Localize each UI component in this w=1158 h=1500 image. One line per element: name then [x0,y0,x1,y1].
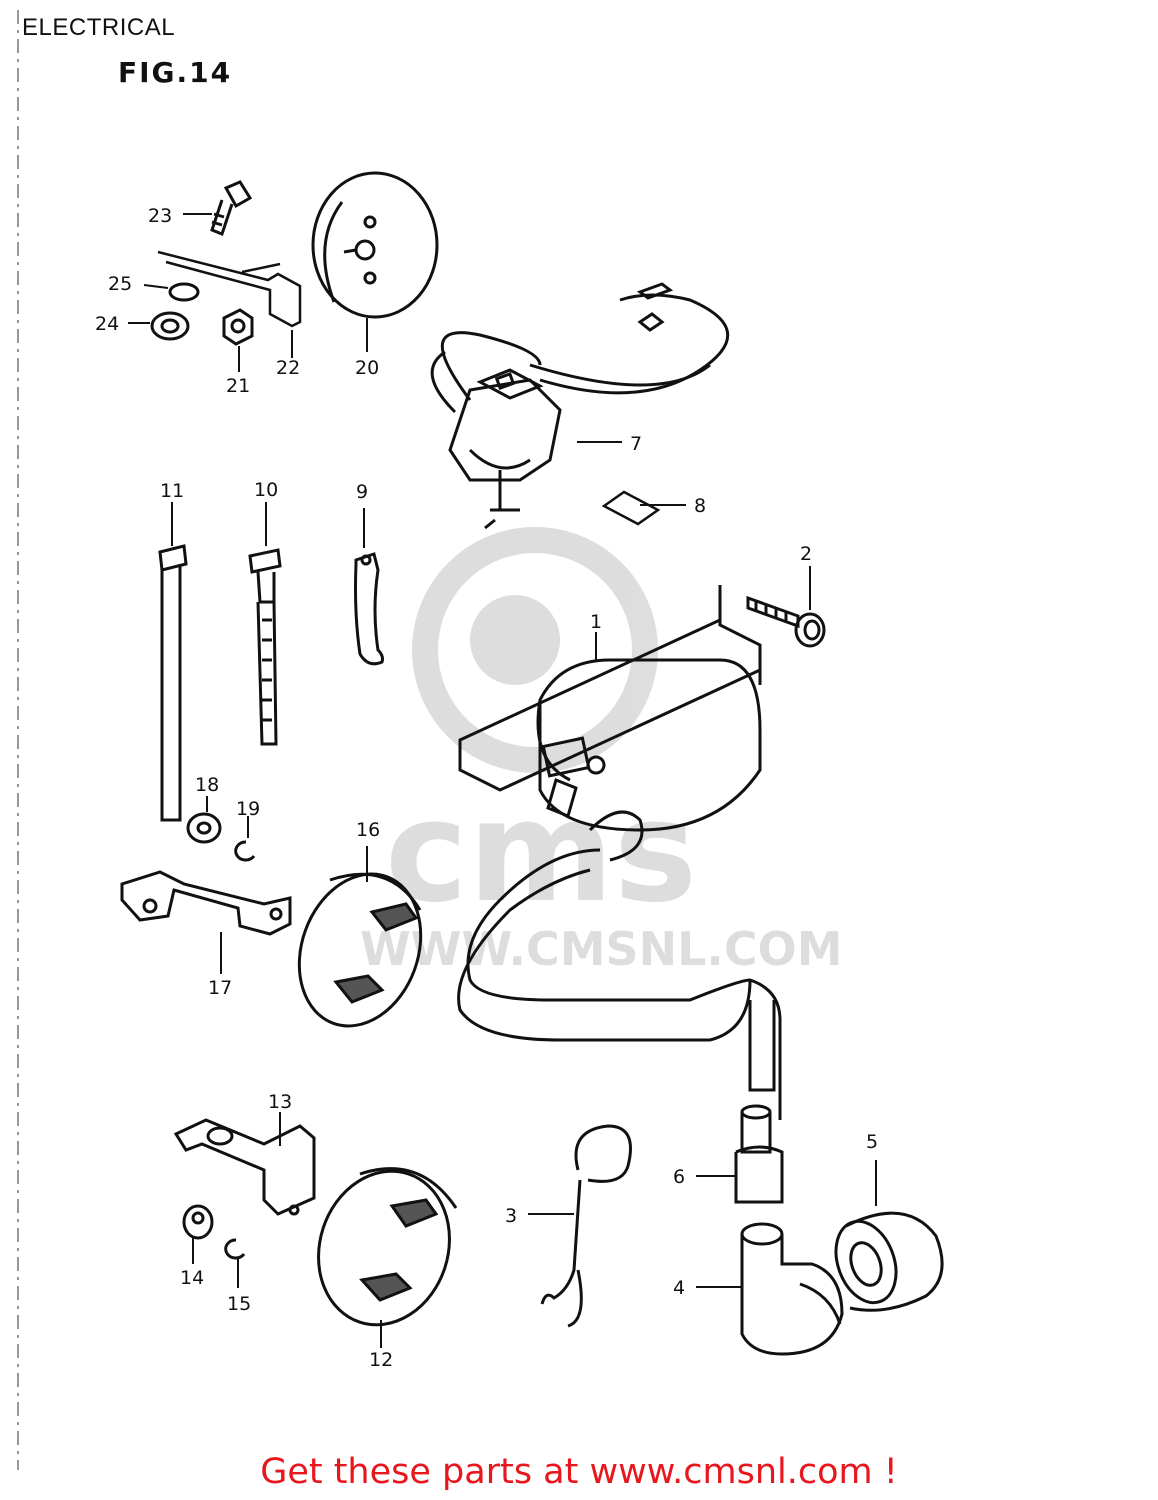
watermark-url: WWW.CMSNL.COM [360,922,843,976]
part-19-lock-washer [234,840,256,862]
callout-18: 18 [195,774,219,796]
cms-watermark: cms WWW.CMSNL.COM [360,527,843,976]
callout-24: 24 [95,313,119,335]
callout-4: 4 [673,1277,685,1299]
callout-14: 14 [180,1267,204,1289]
callout-1: 1 [590,611,602,633]
part-21-nut [222,308,254,346]
part-18-nut [186,812,222,844]
callout-17: 17 [208,977,232,999]
callout-20: 20 [355,357,379,379]
watermark-brand: cms [385,771,697,934]
buy-parts-link-text[interactable]: Get these parts at www.cmsnl.com ! [260,1452,898,1492]
part-11-cable-tie [158,544,188,822]
callout-19: 19 [236,798,260,820]
part-12-reflector [317,1167,458,1327]
part-23-bolt [210,180,253,236]
callout-15: 15 [227,1293,251,1315]
part-7-switch [430,282,729,530]
figure-label: FIG.14 [118,56,233,89]
callout-23: 23 [148,205,172,227]
callout-8: 8 [694,495,706,517]
callout-11: 11 [160,480,184,502]
part-4-plug-cap [740,1222,844,1356]
part-17-bracket [120,870,292,936]
part-9-clamp [354,552,384,666]
part-22-bracket [157,250,302,328]
part-3-clip [540,1124,632,1328]
callout-7: 7 [630,433,642,455]
part-2-bolt [746,595,826,648]
part-15-lock-washer [224,1238,246,1260]
callout-25: 25 [108,273,132,295]
part-6-cap [734,1104,784,1204]
section-title: ELECTRICAL [22,14,176,41]
part-25-washer [168,282,200,302]
callout-22: 22 [276,357,300,379]
part-1-ht-lead [457,848,782,1120]
part-16-reflector [297,872,423,1028]
part-14-nut [182,1204,214,1240]
callout-10: 10 [254,479,278,501]
buy-parts-link[interactable]: Get these parts at www.cmsnl.com ! [0,1452,1158,1492]
callout-3: 3 [505,1205,517,1227]
callout-6: 6 [673,1166,685,1188]
part-24-nut [150,311,190,341]
callout-12: 12 [369,1349,393,1371]
part-20-reflector [311,171,439,319]
part-13-bracket [173,1118,316,1216]
part-1-ignition-coil [458,585,762,862]
callout-2: 2 [800,543,812,565]
part-10-cable-tie [248,548,282,746]
part-5-boot [834,1211,944,1312]
callout-13: 13 [268,1091,292,1113]
callout-21: 21 [226,375,250,397]
callout-16: 16 [356,819,380,841]
callout-9: 9 [356,481,368,503]
callout-5: 5 [866,1131,878,1153]
part-8-tape [601,490,661,526]
